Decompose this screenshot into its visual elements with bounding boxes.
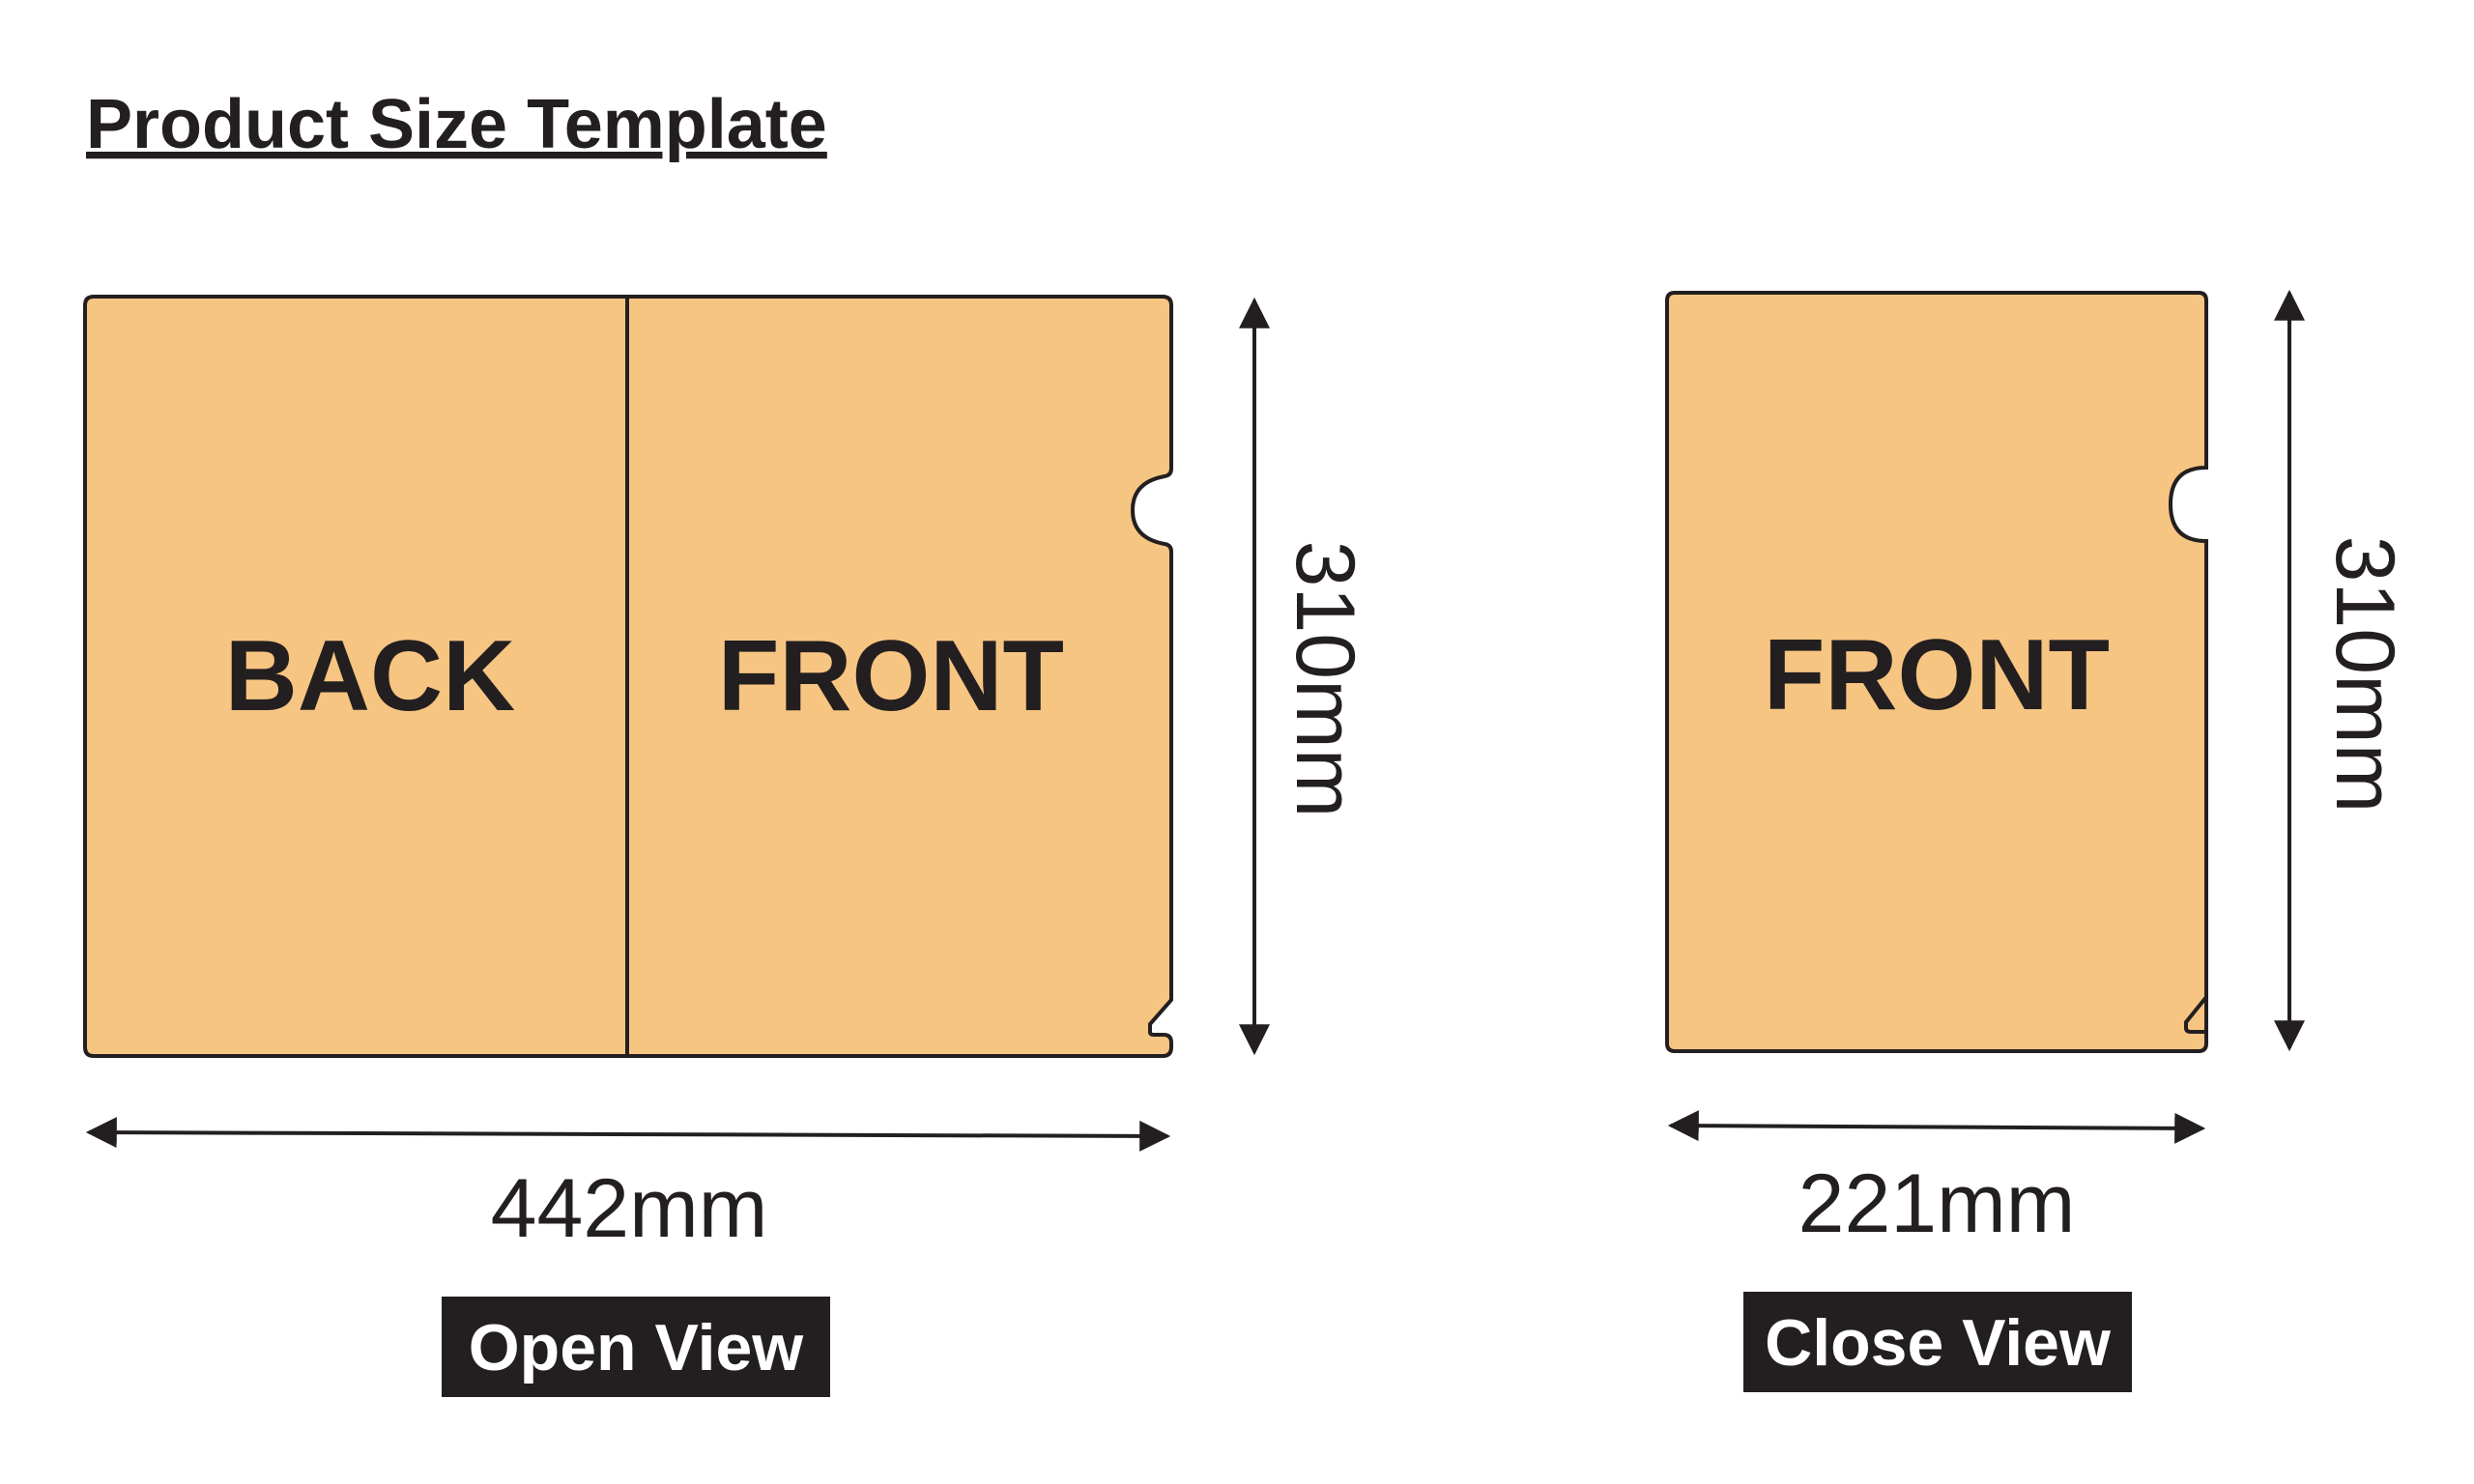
open-height-label: 310mm (1279, 541, 1371, 818)
open-view-badge (442, 1297, 830, 1397)
close-width-arrow (1667, 1110, 2206, 1144)
page-title: Product Size Template (86, 86, 827, 163)
open-view-label: Open View (469, 1311, 805, 1384)
open-width-arrow (85, 1117, 1171, 1152)
open-view: BACK FRONT 310mm 442mm Open View (83, 295, 1371, 1397)
close-view: FRONT 310mm 221mm Close View (1665, 289, 2411, 1392)
close-view-badge (1743, 1292, 2132, 1392)
close-front-panel-label: FRONT (1764, 619, 2110, 731)
close-view-folder-outline (1665, 291, 2208, 1053)
back-panel-label: BACK (225, 620, 515, 732)
open-front-panel-label: FRONT (718, 620, 1064, 732)
close-view-label: Close View (1765, 1306, 2112, 1380)
close-width-label: 221mm (1798, 1157, 2076, 1250)
open-width-label: 442mm (491, 1162, 768, 1255)
close-view-corner-notch (2184, 995, 2208, 1034)
close-height-label: 310mm (2318, 536, 2411, 813)
